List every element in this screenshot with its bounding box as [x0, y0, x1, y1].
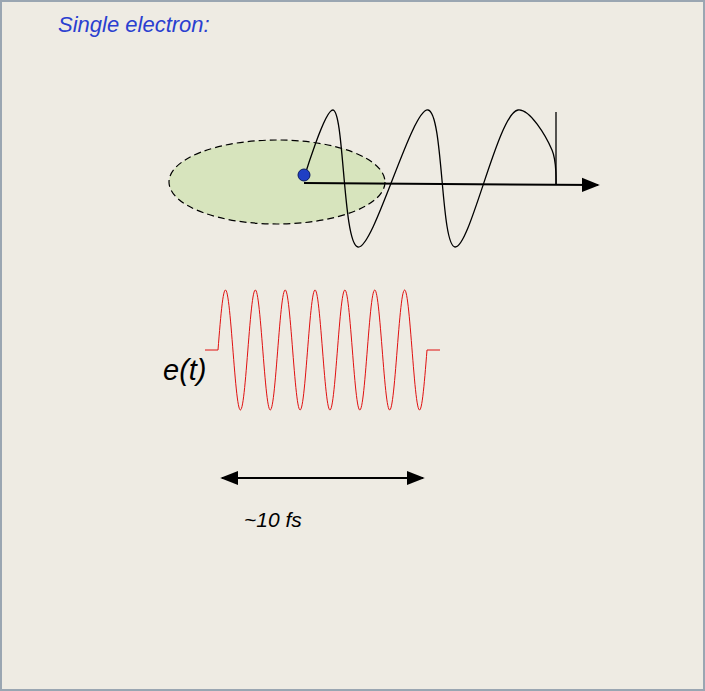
- electron-cloud: [169, 140, 385, 224]
- electron-dot: [298, 169, 310, 181]
- duration-arrow: [222, 477, 423, 479]
- panel-title: Single electron:: [58, 12, 210, 38]
- wave-end: [555, 112, 556, 185]
- pulse-curve: [205, 290, 440, 410]
- signal-name: e(t): [163, 354, 207, 387]
- wave-curve: [304, 110, 556, 247]
- emitted-wave: [304, 110, 556, 247]
- propagation-arrow: [304, 183, 598, 185]
- pulse-waveform: [205, 290, 440, 410]
- duration-label: ~10 fs: [244, 508, 302, 532]
